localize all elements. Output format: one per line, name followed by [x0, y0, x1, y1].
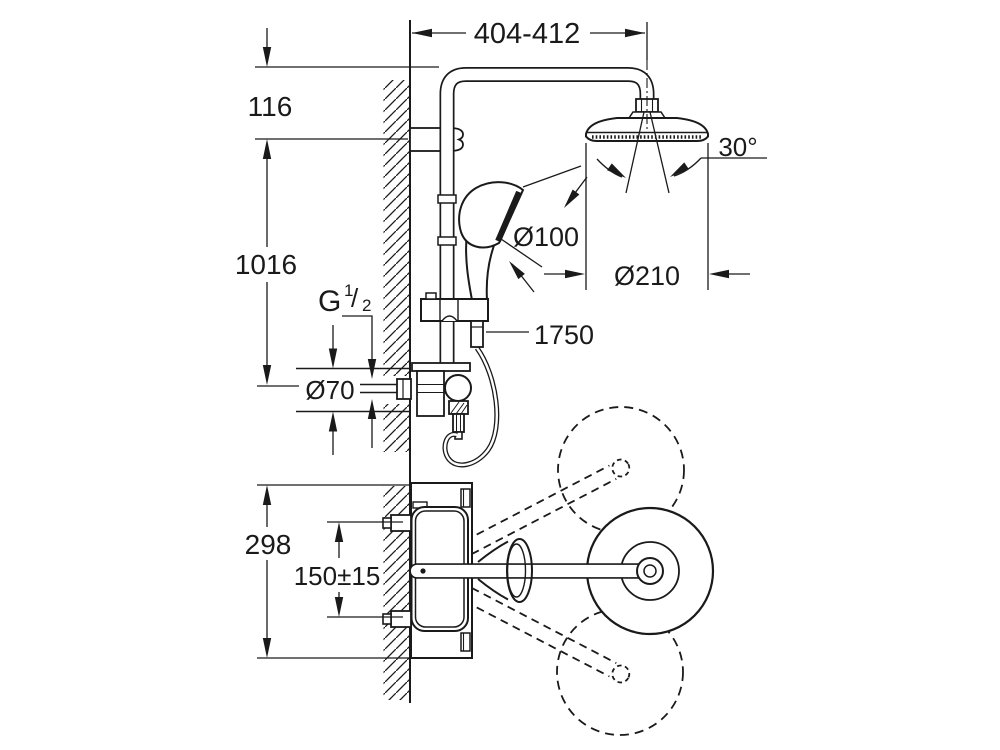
dim-hand-shower-diameter: Ø100 — [513, 222, 579, 252]
hand-shower-face — [495, 190, 522, 243]
plan-view — [382, 406, 715, 736]
dim-swivel-angle: 30° — [718, 132, 757, 162]
dim-head-shower-diameter: Ø210 — [614, 261, 680, 291]
dim-thread-sub: 2 — [362, 296, 371, 315]
dim-arm-reach: 404-412 — [474, 18, 580, 50]
dim-valve-height: 298 — [245, 529, 292, 560]
hand-shower-head — [458, 181, 525, 249]
swivel-arm-lower — [464, 587, 631, 684]
dim-thread-letter: G — [318, 285, 341, 318]
wall-hatching-upper — [383, 80, 410, 376]
hose-outlet — [452, 413, 465, 433]
shower-rail-and-arm — [437, 67, 655, 364]
hose-connector — [470, 320, 484, 348]
wall-section — [383, 20, 411, 703]
supply-connection — [296, 367, 412, 413]
dim-head-offset: 116 — [248, 91, 293, 122]
swivel-arm-upper — [464, 458, 631, 555]
hand-shower-plan — [477, 538, 533, 603]
head-shower-body — [585, 117, 709, 142]
rail-wall-bracket — [409, 127, 464, 152]
dimension-lines — [255, 22, 767, 659]
spray-angle-line-right — [649, 111, 670, 194]
dim-port-spacing: 150±15 — [294, 561, 381, 591]
head-shower — [585, 60, 709, 194]
valve-flange — [411, 362, 471, 372]
dim-thread-sup: 1 — [344, 281, 353, 300]
supply-port-top — [390, 514, 412, 532]
rail-joint-lower — [437, 236, 457, 246]
shower-hose — [442, 346, 500, 468]
supply-port-bottom — [390, 610, 412, 628]
diverter-valve-assembly — [411, 362, 472, 440]
spray-angle-line-left — [625, 111, 645, 194]
rail-joint-upper — [437, 194, 457, 204]
dim-rail-height: 1016 — [235, 249, 297, 280]
valve-housing — [416, 370, 445, 417]
arm-joint-plan — [636, 557, 664, 585]
dim-escutcheon-diameter: Ø70 — [305, 375, 354, 405]
hand-shower — [420, 181, 525, 348]
dim-thread-slash: / — [351, 283, 359, 313]
dim-hose-length: 1750 — [534, 320, 594, 350]
dimension-labels: 404-412 116 1016 G 1 / 2 Ø70 Ø100 Ø210 3… — [235, 18, 758, 591]
supply-fitting — [396, 378, 412, 400]
diverter-knob — [444, 374, 472, 402]
swivel-position-lower — [556, 608, 684, 736]
